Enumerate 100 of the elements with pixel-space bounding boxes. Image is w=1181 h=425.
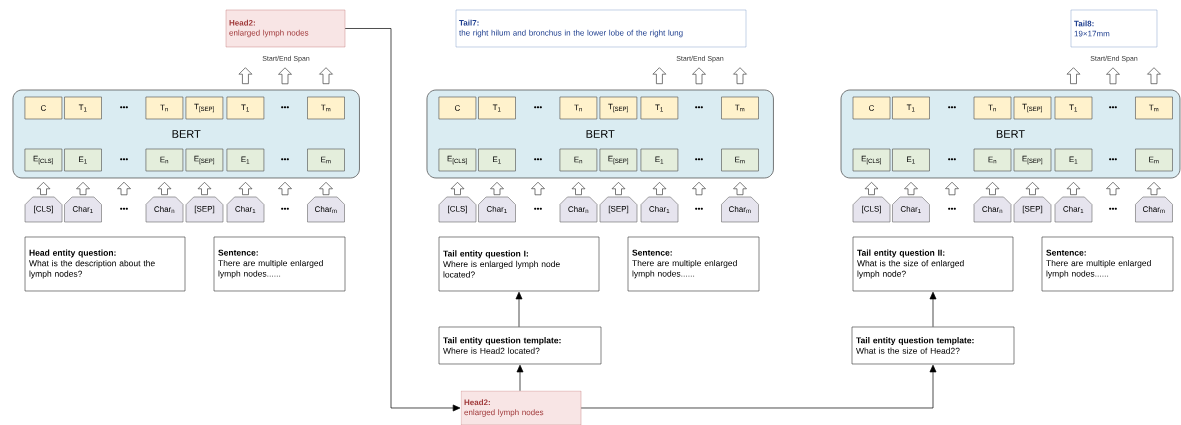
hollow-arrow [1025, 181, 1040, 196]
ellipsis: ••• [1109, 207, 1117, 210]
embedding-box: E$_{n}$ [973, 148, 1012, 172]
input-token-box: [SEP] [1013, 196, 1052, 223]
entity-box: Tail8: 19×17mm [1070, 9, 1158, 48]
hollow-arrow [733, 181, 747, 196]
question-box: Tail entity question I: Where is enlarged lymph node located? [438, 236, 600, 292]
output-token-box: C [438, 96, 477, 120]
ellipsis: ••• [948, 207, 956, 210]
output-token-box: T$_{n}$ [973, 96, 1012, 120]
template-box: Tail entity question template: What is the size of Head2? [851, 326, 1015, 365]
input-token-box: [SEP] [185, 196, 224, 223]
hollow-arrow [652, 181, 667, 196]
output-token-box: T$_{1}$ [226, 96, 265, 120]
hollow-arrow [76, 181, 90, 196]
hollow-arrow [571, 181, 586, 196]
hollow-arrow [985, 181, 1000, 196]
embedding-box: E$_{[CLS]}$ [24, 148, 63, 172]
output-token-box: T$_{[SEP]}$ [1013, 96, 1052, 120]
output-token-box: T$_{1}$ [478, 96, 516, 120]
hollow-arrow [652, 67, 667, 85]
arrow [344, 28, 461, 412]
sentence-box: Sentence: There are multiple enlarged lymph nodes...... [1041, 236, 1174, 292]
hollow-arrow [319, 181, 333, 196]
embedding-box: E$_{[CLS]}$ [438, 148, 477, 172]
hollow-arrow [864, 181, 879, 196]
ellipsis: ••• [281, 106, 289, 109]
embedding-box: E$_{m}$ [307, 148, 345, 172]
ellipsis: ••• [281, 207, 289, 210]
input-token-box: [SEP] [599, 196, 638, 223]
hollow-arrow [157, 181, 172, 196]
sentence-box: Sentence: There are multiple enlarged lymph nodes...... [627, 236, 760, 292]
hollow-arrow [692, 181, 706, 196]
hollow-arrow [945, 181, 959, 196]
output-token-box: T$_{1}$ [64, 96, 102, 120]
embedding-box: E$_{1}$ [478, 148, 516, 172]
output-token-box: C [24, 96, 63, 120]
output-token-box: T$_{1}$ [892, 96, 930, 120]
ellipsis: ••• [1109, 158, 1117, 161]
input-token-box: Char$_{1}$ [640, 196, 679, 223]
input-token-box: Char$_{m}$ [1135, 196, 1173, 223]
output-token-box: C [852, 96, 891, 120]
ellipsis: ••• [534, 207, 542, 210]
input-token-box: [CLS] [24, 196, 63, 223]
input-token-box: Char$_{1}$ [892, 196, 930, 223]
embedding-box: E$_{m}$ [1135, 148, 1173, 172]
hollow-arrow [692, 67, 706, 85]
output-token-box: T$_{n}$ [559, 96, 598, 120]
input-token-box: [CLS] [852, 196, 891, 223]
embedding-box: E$_{1}$ [640, 148, 679, 172]
ellipsis: ••• [120, 207, 128, 210]
output-token-box: T$_{m}$ [307, 96, 345, 120]
arrow [929, 291, 937, 328]
output-token-box: T$_{[SEP]}$ [599, 96, 638, 120]
hollow-arrow [611, 181, 626, 196]
embedding-box: E$_{n}$ [145, 148, 184, 172]
entity-box: Tail7: the right hilum and bronchus in the lower lobe of the right lung [455, 9, 747, 48]
template-box: Tail entity question template: Where is Head2 located? [438, 326, 602, 365]
ellipsis: ••• [948, 158, 956, 161]
hollow-arrow [450, 181, 465, 196]
input-token-box: Char$_{n}$ [559, 196, 598, 223]
hollow-arrow [319, 67, 333, 85]
embedding-box: E$_{1}$ [892, 148, 930, 172]
output-token-box: T$_{1}$ [1054, 96, 1093, 120]
hollow-arrow [1106, 181, 1120, 196]
ellipsis: ••• [695, 207, 703, 210]
hollow-arrow [238, 67, 253, 85]
ellipsis: ••• [534, 158, 542, 161]
hollow-arrow [1147, 181, 1161, 196]
ellipsis: ••• [120, 106, 128, 109]
embedding-box: E$_{1}$ [64, 148, 102, 172]
embedding-box: E$_{[CLS]}$ [852, 148, 891, 172]
input-token-box: [CLS] [438, 196, 477, 223]
hollow-arrow [1066, 67, 1081, 85]
hollow-arrow [238, 181, 253, 196]
hollow-arrow [531, 181, 545, 196]
input-token-box: Char$_{n}$ [145, 196, 184, 223]
output-token-box: T$_{n}$ [145, 96, 184, 120]
embedding-box: E$_{[SEP]}$ [599, 148, 638, 172]
ellipsis: ••• [281, 158, 289, 161]
input-token-box: Char$_{1}$ [64, 196, 102, 223]
input-token-box: Char$_{m}$ [307, 196, 345, 223]
ellipsis: ••• [1109, 106, 1117, 109]
arrow [580, 364, 937, 409]
input-token-box: Char$_{n}$ [973, 196, 1012, 223]
ellipsis: ••• [695, 158, 703, 161]
input-token-box: Char$_{1}$ [478, 196, 516, 223]
output-token-box: T$_{m}$ [1135, 96, 1173, 120]
output-token-box: T$_{m}$ [721, 96, 759, 120]
sentence-box: Sentence: There are multiple enlarged lymph nodes...... [213, 236, 346, 292]
hollow-arrow [278, 67, 292, 85]
embedding-box: E$_{m}$ [721, 148, 759, 172]
arrow [515, 291, 523, 328]
input-token-box: Char$_{m}$ [721, 196, 759, 223]
output-token-box: T$_{[SEP]}$ [185, 96, 224, 120]
entity-box: Head2: enlarged lymph nodes [225, 9, 346, 48]
input-token-box: Char$_{1}$ [226, 196, 265, 223]
ellipsis: ••• [695, 106, 703, 109]
hollow-arrow [1066, 181, 1081, 196]
hollow-arrow [36, 181, 51, 196]
